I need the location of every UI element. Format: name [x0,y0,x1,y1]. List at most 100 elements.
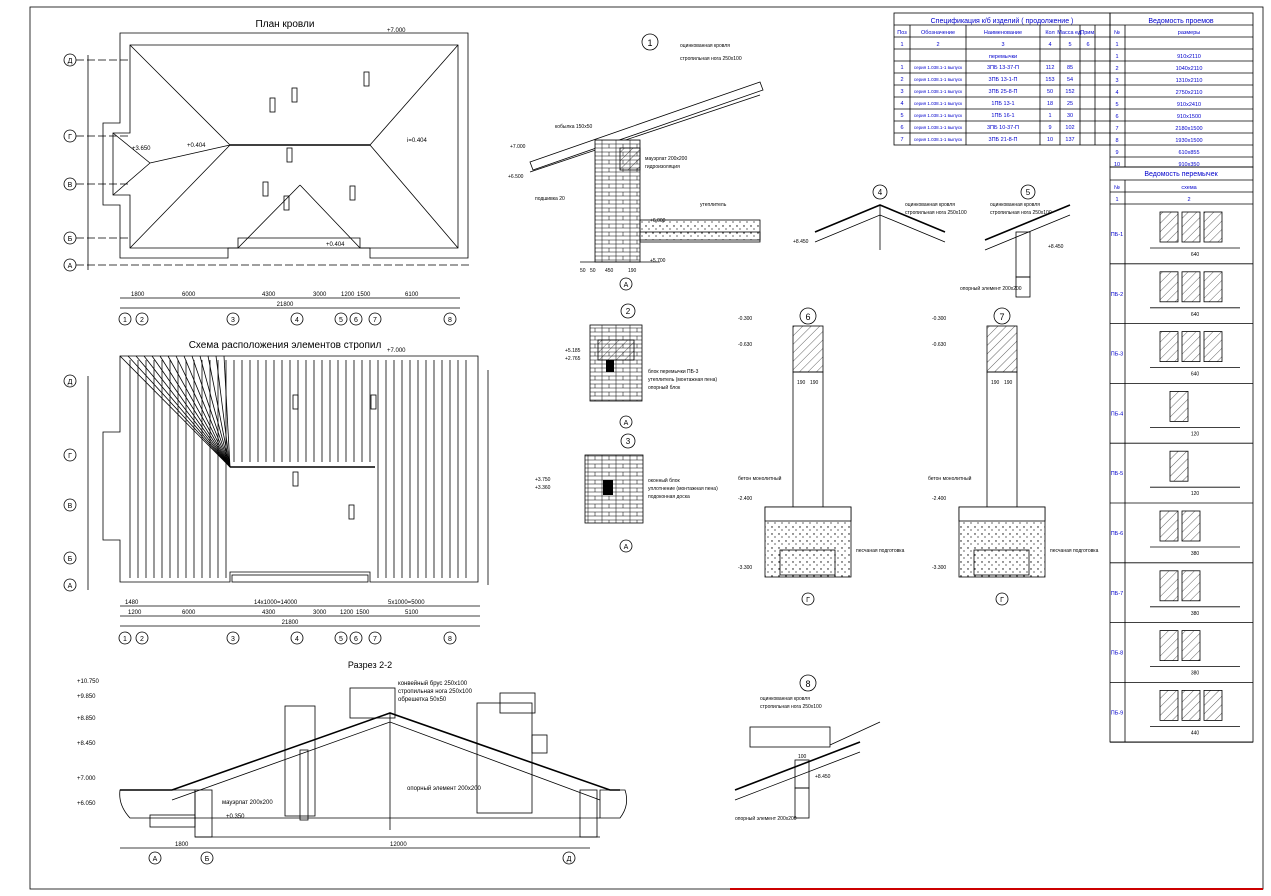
opening-size: 910х350 [1178,162,1199,168]
axis-Д: Д [68,58,73,65]
svg-text:5: 5 [1068,42,1071,48]
spec-pos: 1 [900,65,903,71]
svg-text:2: 2 [936,42,939,48]
rafter-scheme-title: Схема расположения элементов стропил [189,340,382,351]
svg-text:3000: 3000 [313,292,327,298]
svg-text:190: 190 [810,380,819,386]
svg-text:опорный элемент 200х200: опорный элемент 200х200 [960,285,1022,292]
svg-text:+3.650: +3.650 [132,146,151,152]
spec-mass: 102 [1065,125,1074,131]
lintel-block [1181,510,1201,542]
svg-text:6000: 6000 [182,292,196,298]
svg-text:Г: Г [1000,597,1004,604]
svg-text:450: 450 [605,268,614,274]
spec-table: Спецификация к/б изделий ( продолжение )… [893,12,1111,146]
svg-text:5х1000=5000: 5х1000=5000 [388,600,425,606]
svg-text:7: 7 [373,636,377,643]
svg-text:Д: Д [567,856,572,863]
svg-text:Б: Б [68,236,73,243]
svg-text:стропильная нога 250х100: стропильная нога 250х100 [680,56,742,62]
svg-text:i=0.404: i=0.404 [407,138,428,144]
opening-num: 1 [1115,42,1118,48]
lintel-mark: ПБ-7 [1111,591,1123,597]
svg-text:+6.050: +6.050 [77,801,96,807]
spec-qty: 9 [1048,125,1051,131]
svg-text:100: 100 [798,754,807,760]
spec-name: 3ПБ 21-8-П [989,137,1018,143]
svg-text:4: 4 [295,636,299,643]
svg-text:уплотнение (монтажная пена): уплотнение (монтажная пена) [648,486,718,492]
svg-text:1200: 1200 [128,610,142,616]
node-3: 3 +3.750 +3.360 оконный блок уплотнение … [535,433,718,553]
svg-text:перемычки: перемычки [989,54,1017,60]
plan-level-top: +7.000 [387,28,406,34]
svg-text:2: 2 [140,636,144,643]
svg-text:Д: Д [68,379,73,386]
svg-text:стропильная нога 250х100: стропильная нога 250х100 [905,210,967,216]
svg-text:опорный блок: опорный блок [648,384,681,391]
lintel-block [1159,630,1179,661]
svg-text:1: 1 [1115,197,1118,203]
svg-text:А: А [624,420,629,427]
svg-text:50: 50 [580,268,586,274]
svg-text:1200: 1200 [340,610,354,616]
svg-text:+6.500: +6.500 [508,174,524,180]
lintel-mark: ПБ-9 [1111,710,1123,716]
svg-text:блок перемычки ПБ-3: блок перемычки ПБ-3 [648,369,699,375]
svg-text:+0.350: +0.350 [226,814,245,820]
svg-text:оцинкованная кровля: оцинкованная кровля [990,202,1040,208]
lintel-block [1181,630,1201,661]
lintel-mark: ПБ-8 [1111,651,1123,657]
svg-text:3: 3 [231,636,235,643]
node-1: 1 оцинкованная кровля стропильная нога 2… [508,33,764,291]
svg-text:8: 8 [448,636,452,643]
spec-name: 3ПБ 13-1-П [989,77,1018,83]
spec-mark: серия 1.038.1-1 выпуск [914,89,962,94]
svg-text:мауэрлат 200х200: мауэрлат 200х200 [222,800,273,806]
spec-qty: 50 [1047,89,1053,95]
spec-mass: 54 [1067,77,1073,83]
svg-text:3000: 3000 [313,610,327,616]
spec-mark: серия 1.038.1-1 выпуск [914,125,962,130]
opening-num: 1 [1115,54,1118,60]
spec-mark: серия 1.038.1-1 выпуск [914,101,962,106]
svg-text:1480: 1480 [125,600,139,606]
node-7: 7 -0.300 -0.630 -2.400 -3.300 бетон моно… [928,307,1099,606]
svg-text:2: 2 [626,307,631,316]
spec-pos: 6 [900,125,903,131]
lintel-dim: 380 [1191,551,1200,557]
svg-text:Поз: Поз [897,30,907,36]
svg-text:6100: 6100 [405,292,419,298]
svg-text:12000: 12000 [390,842,407,848]
lintel-dim: 120 [1191,491,1200,497]
roof-plan-title: План кровли [256,19,315,30]
lintel-dim: 380 [1191,671,1200,677]
svg-text:бетон монолитный: бетон монолитный [928,475,972,482]
svg-text:стропильная нога 250х100: стропильная нога 250х100 [990,210,1052,216]
node-8: 8 оцинкованная кровля стропильная нога 2… [734,674,881,822]
svg-text:+8.450: +8.450 [793,239,809,245]
svg-text:опорный элемент 200х200: опорный элемент 200х200 [735,815,797,822]
lintel-block [1203,271,1223,303]
opening-size: 1310х2110 [1176,78,1203,84]
lintel-dim: 120 [1191,431,1200,437]
opening-num: 7 [1115,126,1118,132]
sheet-frame [29,6,1264,890]
svg-text:-0.300: -0.300 [738,316,752,322]
svg-text:стропильная нога 250х100: стропильная нога 250х100 [760,704,822,710]
svg-text:+8.450: +8.450 [77,741,96,747]
svg-text:190: 190 [628,268,637,274]
spec-pos: 4 [900,101,903,107]
svg-text:+7.000: +7.000 [77,776,96,782]
spec-mark: серия 1.038.1-1 выпуск [914,113,962,118]
svg-text:5: 5 [339,636,343,643]
lintel-block [1159,690,1179,721]
lintel-block [1203,331,1223,363]
node-6: 6 -0.300 -0.630 -2.400 -3.300 бетон моно… [738,307,905,606]
